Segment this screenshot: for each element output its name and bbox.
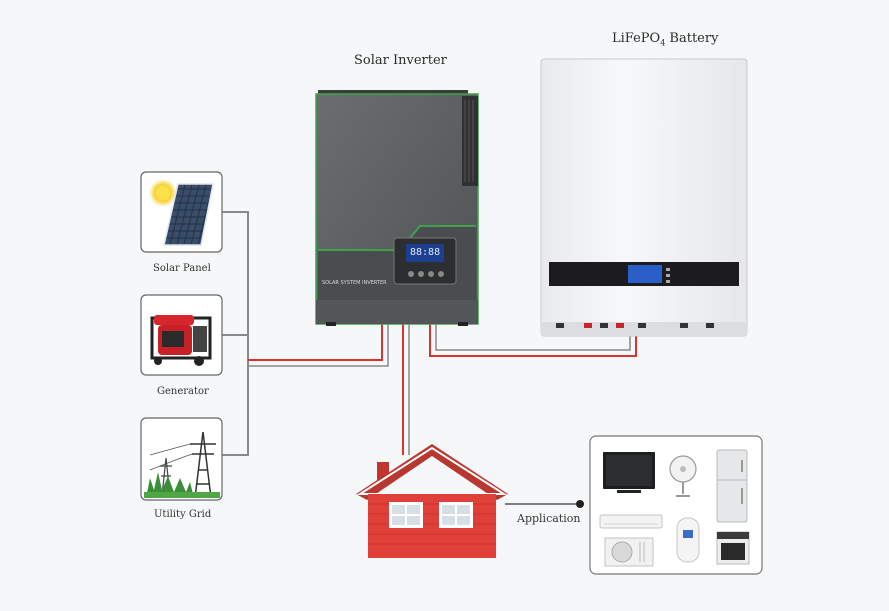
lifepo4-battery — [540, 58, 748, 337]
water-heater-icon — [676, 517, 700, 563]
inverter-to-battery-wire — [429, 322, 637, 357]
battery-terminals — [556, 323, 714, 328]
battery-label-subscript: 4 — [660, 38, 666, 48]
battery-lcd — [628, 265, 670, 283]
battery-label-prefix: LiFePO — [612, 31, 661, 46]
oven-icon — [716, 531, 750, 565]
solar-inverter — [315, 90, 479, 326]
house-icon — [356, 444, 508, 558]
fan-icon — [669, 455, 697, 497]
power-tower-icon — [144, 431, 220, 499]
refrigerator-icon — [716, 449, 748, 523]
solar-inverter-label: Solar Inverter — [354, 53, 447, 68]
battery-label-suffix: Battery — [665, 31, 719, 46]
tv-icon — [603, 452, 655, 493]
inverter-display — [393, 237, 457, 285]
plug-dot — [576, 500, 584, 508]
inverter-lcd-readout: 88:88 — [410, 247, 441, 258]
solar-panel-icon — [149, 179, 214, 246]
source-bracket-wire — [222, 211, 249, 456]
generator-icon — [150, 315, 212, 366]
solar-panel-label: Solar Panel — [153, 263, 211, 274]
house-window-left — [389, 502, 423, 528]
outdoor-unit-icon — [604, 537, 654, 567]
wiring — [222, 211, 637, 508]
application-box — [589, 435, 763, 575]
utility-grid-label: Utility Grid — [154, 509, 212, 520]
application-label: Application — [517, 512, 581, 525]
battery-label: LiFePO4 Battery — [612, 31, 718, 48]
generator-box — [140, 294, 223, 376]
inverter-heatsink-fins — [462, 96, 478, 186]
utility-grid-box — [140, 417, 223, 501]
generator-label: Generator — [157, 386, 209, 397]
inverter-front-text: SOLAR SYSTEM INVERTER — [322, 280, 387, 286]
solar-panel-box — [140, 171, 223, 253]
source-to-inverter-wire — [248, 322, 383, 361]
air-conditioner-icon — [599, 514, 663, 529]
house-window-right — [439, 502, 473, 528]
